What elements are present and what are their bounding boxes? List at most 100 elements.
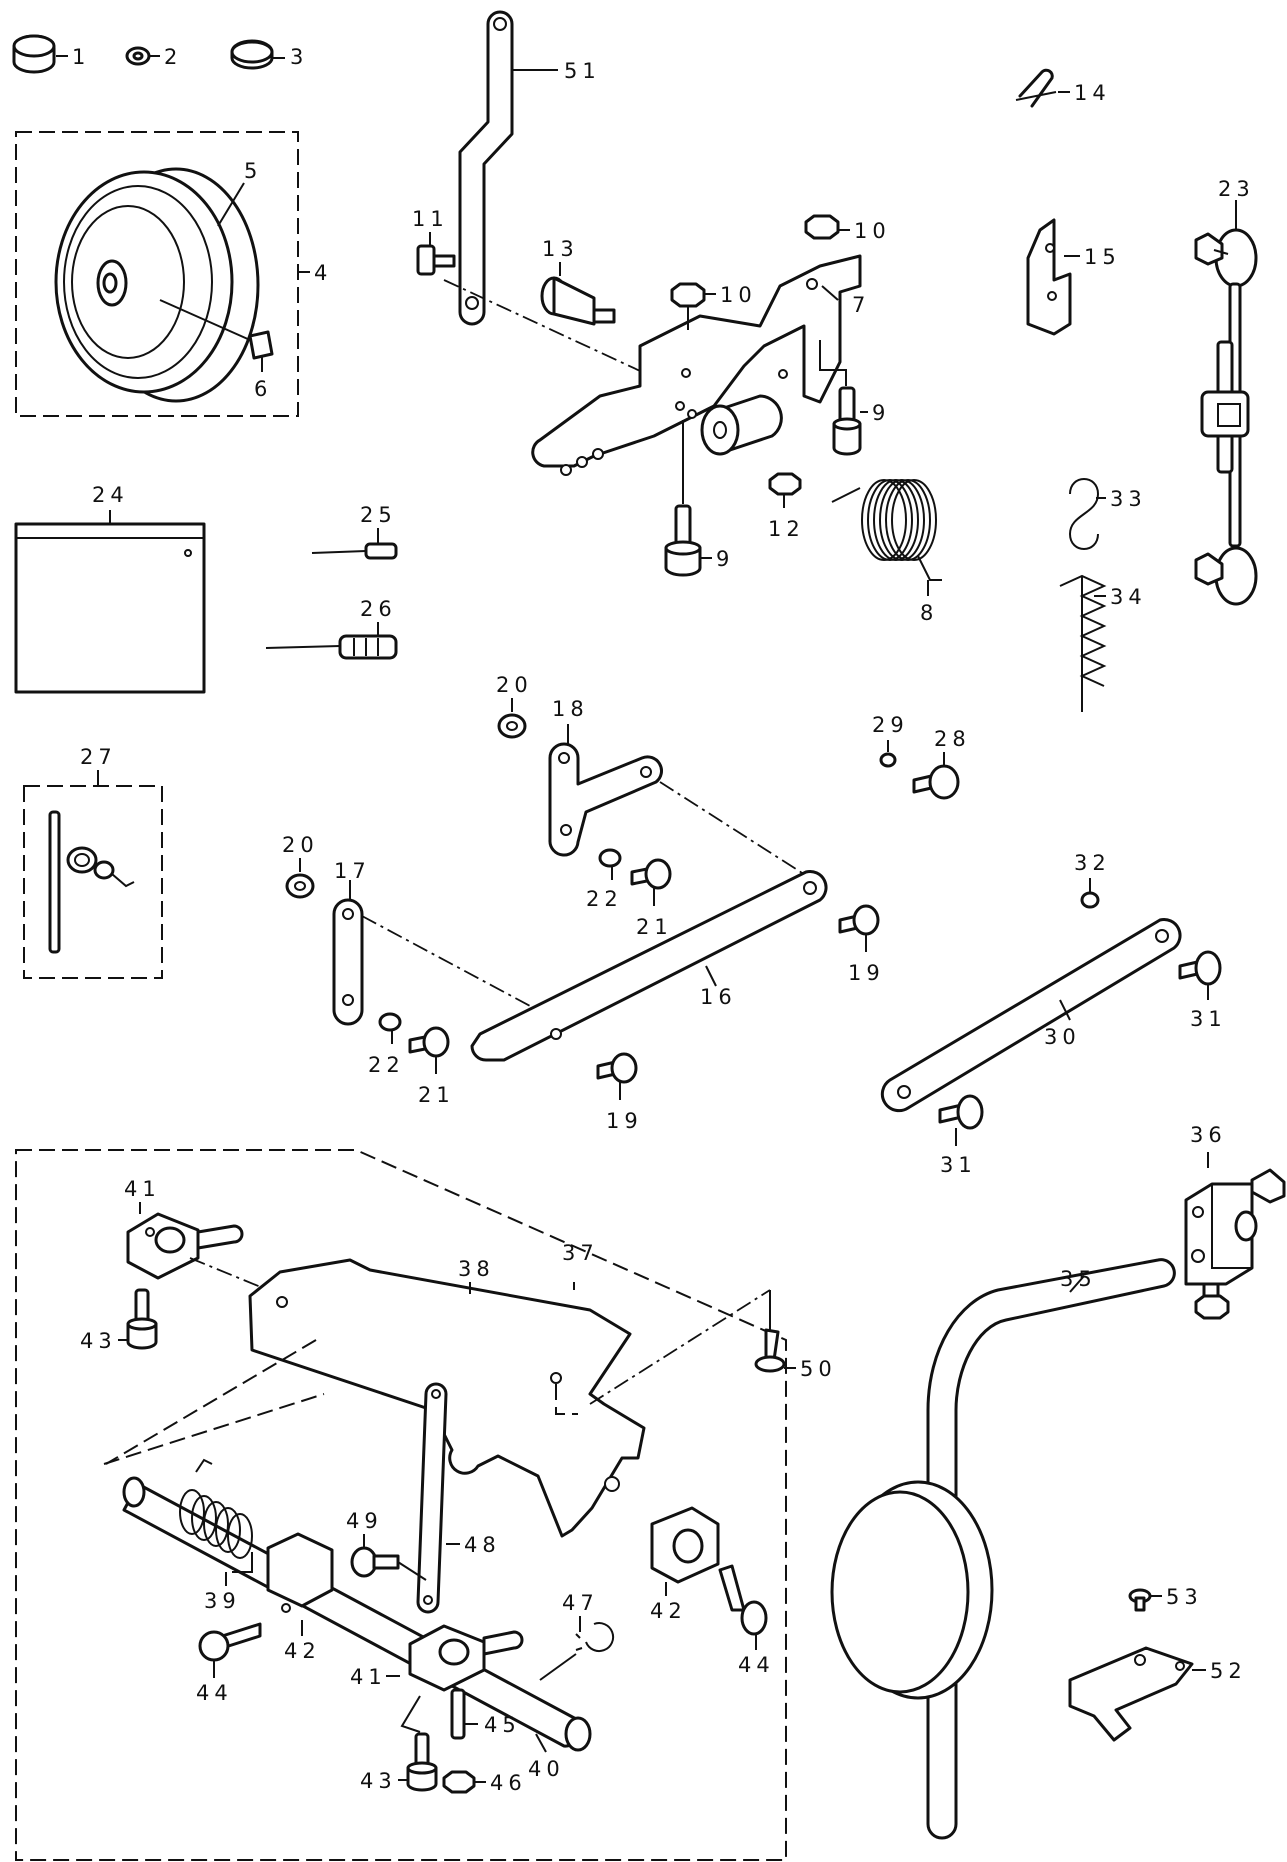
- part-35-knee-lifter: [830, 1258, 1176, 1840]
- part-5-pulley: [54, 167, 260, 403]
- label-part-6: 6: [254, 377, 272, 401]
- group-box-37: [15, 1149, 787, 1861]
- label-part-17: 17: [334, 859, 371, 883]
- label-part-14: 14: [1074, 81, 1111, 105]
- label-part-43-lower: 43: [360, 1769, 397, 1793]
- label-part-42-left: 42: [284, 1639, 321, 1663]
- part-31-screw-right: [1178, 950, 1222, 986]
- part-23-rod-assembly: [1194, 228, 1258, 606]
- part-10-nut-center: [670, 282, 706, 308]
- label-part-20-lower: 20: [282, 833, 319, 857]
- part-3-plug: [230, 39, 274, 70]
- label-part-1: 1: [72, 45, 90, 69]
- label-part-30: 30: [1044, 1025, 1081, 1049]
- part-47-e-ring: [575, 1622, 615, 1652]
- label-part-47: 47: [562, 1591, 599, 1615]
- label-part-39: 39: [204, 1589, 241, 1613]
- label-part-16: 16: [700, 985, 737, 1009]
- part-9-bolt-bottom: [664, 504, 702, 577]
- part-46-nut: [442, 1770, 476, 1794]
- label-part-2: 2: [164, 45, 182, 69]
- label-part-44-left: 44: [196, 1681, 233, 1705]
- part-48-link: [416, 1382, 448, 1614]
- part-42-collar-right: [650, 1506, 720, 1584]
- label-part-45: 45: [484, 1713, 521, 1737]
- part-2-washer: [125, 46, 151, 66]
- part-19-screw-right: [838, 904, 880, 936]
- label-part-4: 4: [314, 261, 332, 285]
- label-part-7: 7: [852, 293, 870, 317]
- group-box-4: [15, 131, 299, 417]
- label-part-26: 26: [360, 597, 397, 621]
- label-part-48: 48: [464, 1533, 501, 1557]
- label-part-34: 34: [1110, 585, 1147, 609]
- part-36-clamp: [1184, 1168, 1286, 1320]
- label-part-41-upper: 41: [124, 1177, 161, 1201]
- part-45-setscrew: [450, 1688, 466, 1740]
- label-part-15: 15: [1084, 245, 1121, 269]
- label-part-53: 53: [1166, 1585, 1203, 1609]
- part-20-nut-upper: [497, 713, 527, 739]
- label-part-10-center: 10: [720, 283, 757, 307]
- part-41-clamp-upper: [126, 1212, 244, 1280]
- part-52-bracket: [1068, 1646, 1194, 1742]
- label-part-46: 46: [490, 1771, 527, 1795]
- part-49-screw: [350, 1546, 400, 1578]
- label-part-3: 3: [290, 45, 308, 69]
- label-part-24: 24: [92, 483, 129, 507]
- part-33-hook: [1068, 478, 1100, 550]
- part-27-shaft-assembly: [48, 810, 135, 954]
- label-part-38: 38: [458, 1257, 495, 1281]
- label-part-5: 5: [244, 159, 262, 183]
- label-part-42-right: 42: [650, 1599, 687, 1623]
- label-part-10-top: 10: [854, 219, 891, 243]
- part-53-screw: [1128, 1588, 1152, 1612]
- label-part-41-lower: 41: [350, 1665, 387, 1689]
- label-part-37: 37: [562, 1241, 599, 1265]
- part-39-spring: [179, 1458, 253, 1573]
- part-29-washer: [879, 752, 897, 768]
- part-18-link-plate: [548, 742, 663, 857]
- label-part-27: 27: [80, 745, 117, 769]
- part-51-lever: [458, 10, 514, 326]
- part-10-nut-top: [804, 214, 840, 240]
- label-part-9-bottom: 9: [716, 547, 734, 571]
- label-part-8: 8: [920, 601, 938, 625]
- label-part-22-upper: 22: [586, 887, 623, 911]
- part-8-spring: [831, 479, 942, 581]
- label-part-22-lower: 22: [368, 1053, 405, 1077]
- part-21-screw-lower: [408, 1026, 450, 1058]
- part-16-long-lever: [470, 870, 828, 1062]
- part-6-screw: [248, 330, 274, 360]
- part-25-screwdriver-small: [311, 542, 398, 560]
- label-part-13: 13: [542, 237, 579, 261]
- label-part-43-upper: 43: [80, 1329, 117, 1353]
- part-43-bolt-lower: [406, 1732, 438, 1792]
- part-20-nut-lower: [285, 873, 315, 899]
- label-part-36: 36: [1190, 1123, 1227, 1147]
- part-41-clamp-lower: [408, 1624, 524, 1692]
- part-11-screw: [416, 244, 456, 276]
- part-32-nut: [1080, 891, 1100, 909]
- label-part-28: 28: [934, 727, 971, 751]
- label-part-44-right: 44: [738, 1653, 775, 1677]
- label-part-18: 18: [552, 697, 589, 721]
- label-part-31-right: 31: [1190, 1007, 1227, 1031]
- part-1-cap: [12, 34, 56, 74]
- part-44-screw-right: [718, 1564, 768, 1636]
- part-43-bolt-upper: [126, 1288, 158, 1350]
- part-42-collar-left: [266, 1532, 334, 1613]
- label-part-50: 50: [800, 1357, 837, 1381]
- part-19-screw-bottom: [596, 1052, 638, 1084]
- label-part-25: 25: [360, 503, 397, 527]
- part-14-pin: [1015, 68, 1057, 108]
- label-part-23: 23: [1218, 177, 1255, 201]
- label-part-31-bottom: 31: [940, 1153, 977, 1177]
- label-part-29: 29: [872, 713, 909, 737]
- label-part-21-lower: 21: [418, 1083, 455, 1107]
- label-part-19-right: 19: [848, 961, 885, 985]
- part-15-bracket: [1026, 218, 1072, 336]
- part-40-shaft: [122, 1476, 592, 1752]
- label-part-21-upper: 21: [636, 915, 673, 939]
